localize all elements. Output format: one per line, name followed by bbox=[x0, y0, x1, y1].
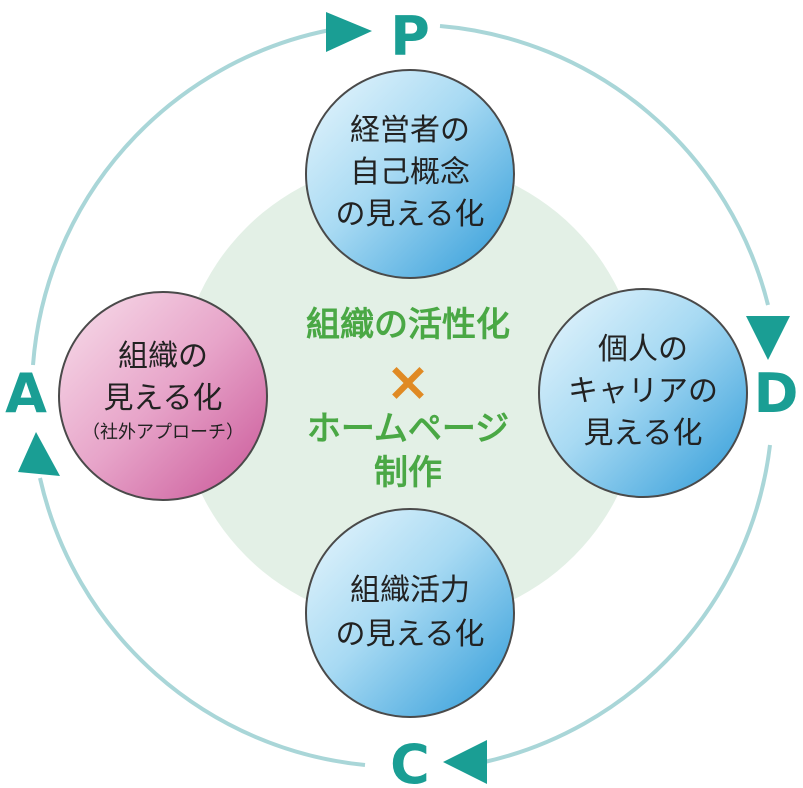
cycle-letter-d: D bbox=[754, 362, 799, 425]
bubble-bottom-line2: の見える化 bbox=[335, 617, 484, 652]
bubble-right: 個人の キャリアの 見える化 bbox=[538, 288, 748, 498]
ring-arc-p-to-d bbox=[439, 24, 770, 306]
cycle-arrows bbox=[18, 12, 790, 784]
bubble-left-circle bbox=[58, 291, 268, 501]
bubble-right-circle bbox=[538, 288, 748, 498]
center-cross-icon: × bbox=[385, 350, 430, 413]
bubble-top-circle bbox=[305, 69, 515, 279]
ring-arc-c-to-a bbox=[38, 477, 366, 767]
center-line2: ホームページ bbox=[307, 409, 509, 449]
cycle-ring bbox=[31, 24, 772, 767]
arrow-to-a-icon bbox=[18, 432, 60, 476]
bubble-right-line3: 見える化 bbox=[583, 416, 702, 451]
arrow-to-d-icon bbox=[746, 316, 790, 360]
bubble-top-line3: の見える化 bbox=[335, 197, 484, 232]
bubble-bottom-line1: 組織活力 bbox=[350, 573, 470, 608]
bubble-left: 組織の 見える化 （社外アプローチ） bbox=[58, 291, 268, 501]
bubble-left-sub: （社外アプローチ） bbox=[82, 422, 244, 443]
cycle-letter-a: A bbox=[5, 362, 47, 425]
bubble-left-line1: 組織の bbox=[118, 339, 208, 374]
cycle-letter-p: P bbox=[390, 5, 430, 68]
center-title: 組織の活性化 × ホームページ 制作 bbox=[306, 305, 510, 493]
cycle-letter-c: C bbox=[390, 733, 430, 788]
center-line1: 組織の活性化 bbox=[306, 305, 510, 345]
bubble-top: 経営者の 自己概念 の見える化 bbox=[305, 69, 515, 279]
arrow-to-c-icon bbox=[443, 740, 487, 784]
bubble-left-line2: 見える化 bbox=[103, 381, 222, 416]
bubble-right-line1: 個人の bbox=[598, 332, 688, 367]
bubble-right-line2: キャリアの bbox=[568, 374, 718, 409]
center-line3: 制作 bbox=[374, 453, 442, 493]
ring-arc-d-to-c bbox=[479, 444, 772, 765]
arrow-to-p-icon bbox=[326, 12, 372, 52]
bubble-bottom-circle bbox=[305, 508, 515, 718]
ring-arc-a-to-p bbox=[31, 28, 331, 366]
bubble-top-line2: 自己概念 bbox=[350, 155, 470, 190]
bubble-bottom: 組織活力 の見える化 bbox=[305, 508, 515, 718]
center-disc bbox=[178, 160, 642, 624]
bubble-top-line1: 経営者の bbox=[350, 113, 470, 148]
